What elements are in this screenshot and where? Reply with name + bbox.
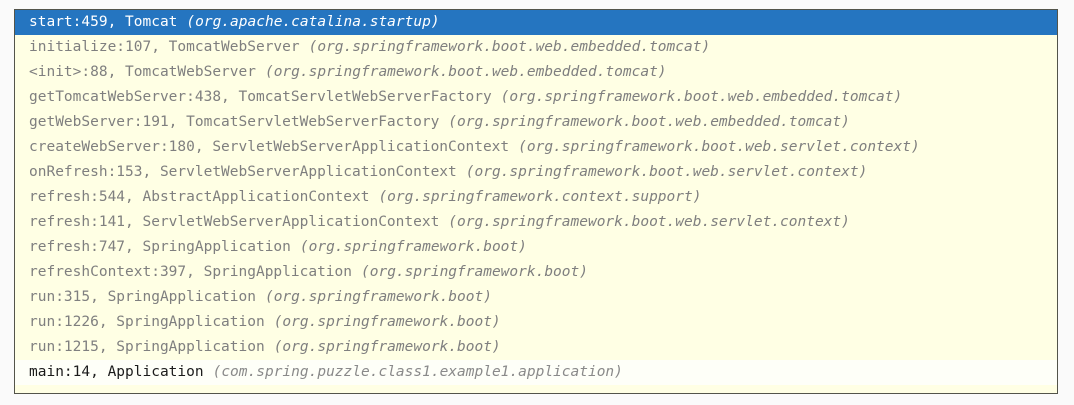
stack-frame-row[interactable]: start:459, Tomcat (org.apache.catalina.st… <box>15 10 1057 35</box>
stack-frame-method: initialize:107, TomcatWebServer <box>29 39 300 55</box>
call-stack-panel[interactable]: start:459, Tomcat (org.apache.catalina.st… <box>14 9 1058 394</box>
stack-frame-row[interactable]: getTomcatWebServer:438, TomcatServletWeb… <box>15 85 1057 110</box>
stack-frame-method: <init>:88, TomcatWebServer <box>29 64 256 80</box>
stack-frame-package: (org.springframework.boot.web.servlet.co… <box>448 214 850 230</box>
stack-frame-package: (org.springframework.boot) <box>273 339 501 355</box>
stack-frame-row[interactable]: refresh:747, SpringApplication (org.sprin… <box>15 235 1057 260</box>
stack-frame-package: (org.springframework.boot.web.embedded.t… <box>264 64 667 80</box>
stack-frame-package: (org.springframework.boot) <box>361 264 588 280</box>
stack-frame-package: (org.springframework.boot.web.servlet.co… <box>518 139 920 155</box>
stack-frame-method: refresh:747, SpringApplication <box>29 239 291 255</box>
stack-frame-method: main:14, Application <box>29 364 204 380</box>
stack-frame-package: (org.springframework.boot) <box>299 239 527 255</box>
stack-frame-package: (com.spring.puzzle.class1.example1.appli… <box>212 364 623 380</box>
stack-frame-method: refreshContext:397, SpringApplication <box>29 264 353 280</box>
stack-frame-method: getTomcatWebServer:438, TomcatServletWeb… <box>29 89 492 105</box>
stack-frame-method: getWebServer:191, TomcatServletWebServer… <box>29 114 440 130</box>
stack-frame-row[interactable]: initialize:107, TomcatWebServer (org.spri… <box>15 35 1057 60</box>
stack-frame-method: run:315, SpringApplication <box>29 289 256 305</box>
call-stack-frame-list[interactable]: start:459, Tomcat (org.apache.catalina.st… <box>15 10 1057 393</box>
stack-frame-row[interactable]: <init>:88, TomcatWebServer (org.springfra… <box>15 60 1057 85</box>
stack-frame-package: (org.springframework.boot) <box>264 289 492 305</box>
stack-frame-row[interactable]: refresh:544, AbstractApplicationContext (… <box>15 185 1057 210</box>
stack-frame-package: (org.springframework.boot.web.embedded.t… <box>448 114 850 130</box>
stack-frame-row[interactable]: refreshContext:397, SpringApplication (or… <box>15 260 1057 285</box>
stack-frame-method: run:1215, SpringApplication <box>29 339 265 355</box>
stack-frame-package: (org.springframework.boot.web.embedded.t… <box>308 39 711 55</box>
stack-frame-row[interactable]: run:1215, SpringApplication (org.springfr… <box>15 335 1057 360</box>
stack-frame-method: createWebServer:180, ServletWebServerApp… <box>29 139 510 155</box>
stack-frame-method: run:1226, SpringApplication <box>29 314 265 330</box>
stack-frame-package: (org.springframework.boot) <box>273 314 501 330</box>
stack-frame-row[interactable]: onRefresh:153, ServletWebServerApplicati… <box>15 160 1057 185</box>
stack-frame-method: start:459, Tomcat <box>29 14 178 30</box>
stack-frame-method: refresh:141, ServletWebServerApplication… <box>29 214 440 230</box>
stack-frame-method: refresh:544, AbstractApplicationContext <box>29 189 370 205</box>
stack-frame-package: (org.apache.catalina.startup) <box>186 14 440 30</box>
stack-frame-row[interactable]: main:14, Application (com.spring.puzzle.c… <box>15 360 1057 385</box>
stack-frame-package: (org.springframework.context.support) <box>378 189 702 205</box>
stack-frame-row[interactable]: refresh:141, ServletWebServerApplication… <box>15 210 1057 235</box>
stack-frame-package: (org.springframework.boot.web.servlet.co… <box>465 164 868 180</box>
stack-frame-row[interactable]: createWebServer:180, ServletWebServerApp… <box>15 135 1057 160</box>
stack-frame-package: (org.springframework.boot.web.embedded.t… <box>500 89 903 105</box>
stack-frame-row[interactable]: getWebServer:191, TomcatServletWebServer… <box>15 110 1057 135</box>
stack-frame-row[interactable]: run:315, SpringApplication (org.springfra… <box>15 285 1057 310</box>
stack-frame-row[interactable]: run:1226, SpringApplication (org.springfr… <box>15 310 1057 335</box>
stack-frame-method: onRefresh:153, ServletWebServerApplicati… <box>29 164 457 180</box>
